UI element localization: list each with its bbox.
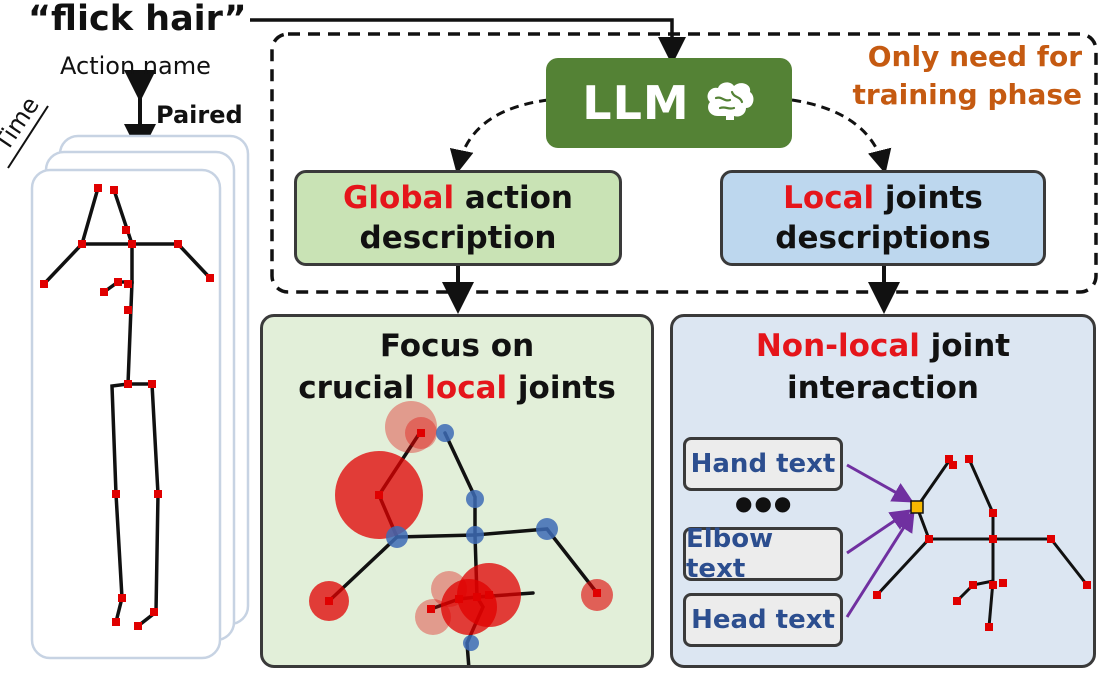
- action-to-llm-arrow: [250, 18, 686, 65]
- action-name-label: Action name: [60, 52, 211, 80]
- head-text-box: Head text: [683, 593, 843, 647]
- brain-icon: [704, 80, 756, 126]
- action-quote: “flick hair”: [28, 0, 247, 39]
- focus-title-line1: Focus on: [379, 328, 535, 364]
- paired-label: Paired: [156, 101, 243, 129]
- skeleton-full-joints: [40, 184, 214, 630]
- focus-joint-marker: [910, 500, 924, 514]
- interaction-title-line1: Non-local joint: [755, 328, 1011, 364]
- frame-front: [30, 168, 222, 660]
- local-line1-rest: joints: [874, 180, 983, 216]
- blue-joints: [386, 424, 558, 651]
- llm-box: LLM: [546, 58, 792, 148]
- local-description-box: Local joints descriptions: [720, 170, 1046, 266]
- global-line1-rest: action: [454, 180, 573, 216]
- llm-to-local-arrow: [791, 98, 892, 174]
- focus-title-line2: crucial local joints: [298, 370, 616, 406]
- training-phase-note: Only need for training phase: [853, 38, 1082, 114]
- llm-label: LLM: [582, 76, 690, 130]
- focus-panel: Focus on crucial local joints: [260, 314, 654, 668]
- training-note-line1: Only need for: [867, 40, 1082, 73]
- global-line2: description: [359, 220, 557, 256]
- training-phase-frame: [270, 32, 1098, 294]
- attention-circles: [309, 401, 613, 635]
- elbow-text-box: Elbow text: [683, 524, 843, 584]
- red-joints: [325, 429, 601, 613]
- global-highlight: Global: [342, 180, 455, 216]
- interaction-panel: Non-local joint interaction Hand text ●●…: [670, 314, 1096, 668]
- focus-skeleton: [309, 401, 613, 665]
- llm-to-global-arrow: [449, 98, 549, 174]
- local-line2: descriptions: [775, 220, 991, 256]
- global-description-box: Global action description: [294, 170, 622, 266]
- interaction-skeleton: [845, 455, 1091, 631]
- training-note-line2: training phase: [852, 78, 1082, 111]
- time-arrow: [7, 105, 49, 169]
- ellipsis-dots: ●●●: [735, 491, 794, 515]
- hand-text-box: Hand text: [683, 437, 843, 491]
- local-highlight: Local: [783, 180, 875, 216]
- interaction-title-line2: interaction: [787, 370, 979, 406]
